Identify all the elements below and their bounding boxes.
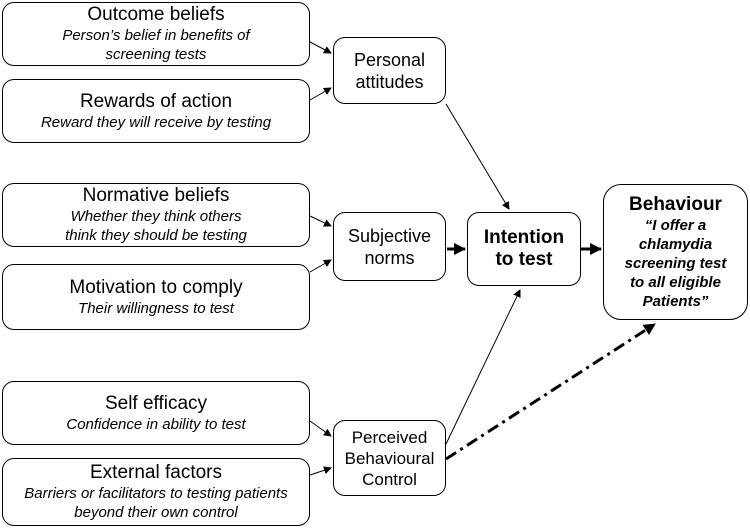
determinant-description: Whether they think others think they sho… — [65, 208, 247, 244]
construct-label: Personal attitudes — [353, 49, 426, 92]
construct-box-subjective-norms: Subjective norms — [333, 212, 446, 281]
determinant-box-self-efficacy: Self efficacy Confidence in ability to t… — [2, 381, 310, 445]
intention-box: Intention to test — [467, 212, 581, 286]
determinant-box-normative-beliefs: Normative beliefs Whether they think oth… — [2, 183, 310, 247]
behaviour-quote: “I offer a chlamydia screening test to a… — [624, 216, 727, 310]
arrow-motivation-to-norms — [309, 259, 332, 273]
arrow-external-to-control — [309, 466, 332, 476]
determinant-box-rewards-of-action: Rewards of action Reward they will recei… — [2, 79, 310, 143]
determinant-title: Motivation to comply — [69, 276, 243, 298]
determinant-description: Person’s belief in benefits of screening… — [62, 27, 250, 63]
intention-label: Intention to test — [483, 227, 565, 270]
determinant-title: Self efficacy — [104, 392, 208, 414]
arrow-attitudes-to-intention — [445, 103, 510, 210]
arrow-control-to-intention — [445, 289, 521, 445]
determinant-description: Reward they will receive by testing — [40, 113, 272, 131]
arrow-outcome-to-attitudes — [309, 41, 332, 54]
arrow-selfefficacy-to-control — [309, 420, 332, 437]
arrow-rewards-to-attitudes — [309, 87, 332, 101]
construct-box-personal-attitudes: Personal attitudes — [333, 37, 446, 104]
determinant-title: Rewards of action — [79, 90, 233, 112]
determinant-description: Barriers or facilitators to testing pati… — [24, 485, 288, 521]
determinant-description: Confidence in ability to test — [66, 415, 246, 433]
construct-box-perceived-control: Perceived Behavioural Control — [333, 420, 446, 496]
determinant-title: Outcome beliefs — [87, 4, 225, 25]
construct-label: Subjective norms — [347, 225, 432, 268]
arrow-control-to-behaviour-dashed — [445, 322, 656, 461]
determinant-description: Their willingness to test — [78, 299, 234, 317]
behaviour-title: Behaviour — [629, 193, 722, 215]
determinant-title: Normative beliefs — [82, 185, 230, 206]
determinant-title: External factors — [90, 462, 222, 483]
arrow-normative-to-norms — [309, 215, 332, 227]
determinant-box-external-factors: External factors Barriers or facilitator… — [2, 458, 310, 526]
determinant-box-motivation-to-comply: Motivation to comply Their willingness t… — [2, 264, 310, 330]
behaviour-box: Behaviour “I offer a chlamydia screening… — [603, 184, 748, 320]
determinant-box-outcome-beliefs: Outcome beliefs Person’s belief in benef… — [2, 2, 310, 66]
construct-label: Perceived Behavioural Control — [344, 427, 435, 489]
